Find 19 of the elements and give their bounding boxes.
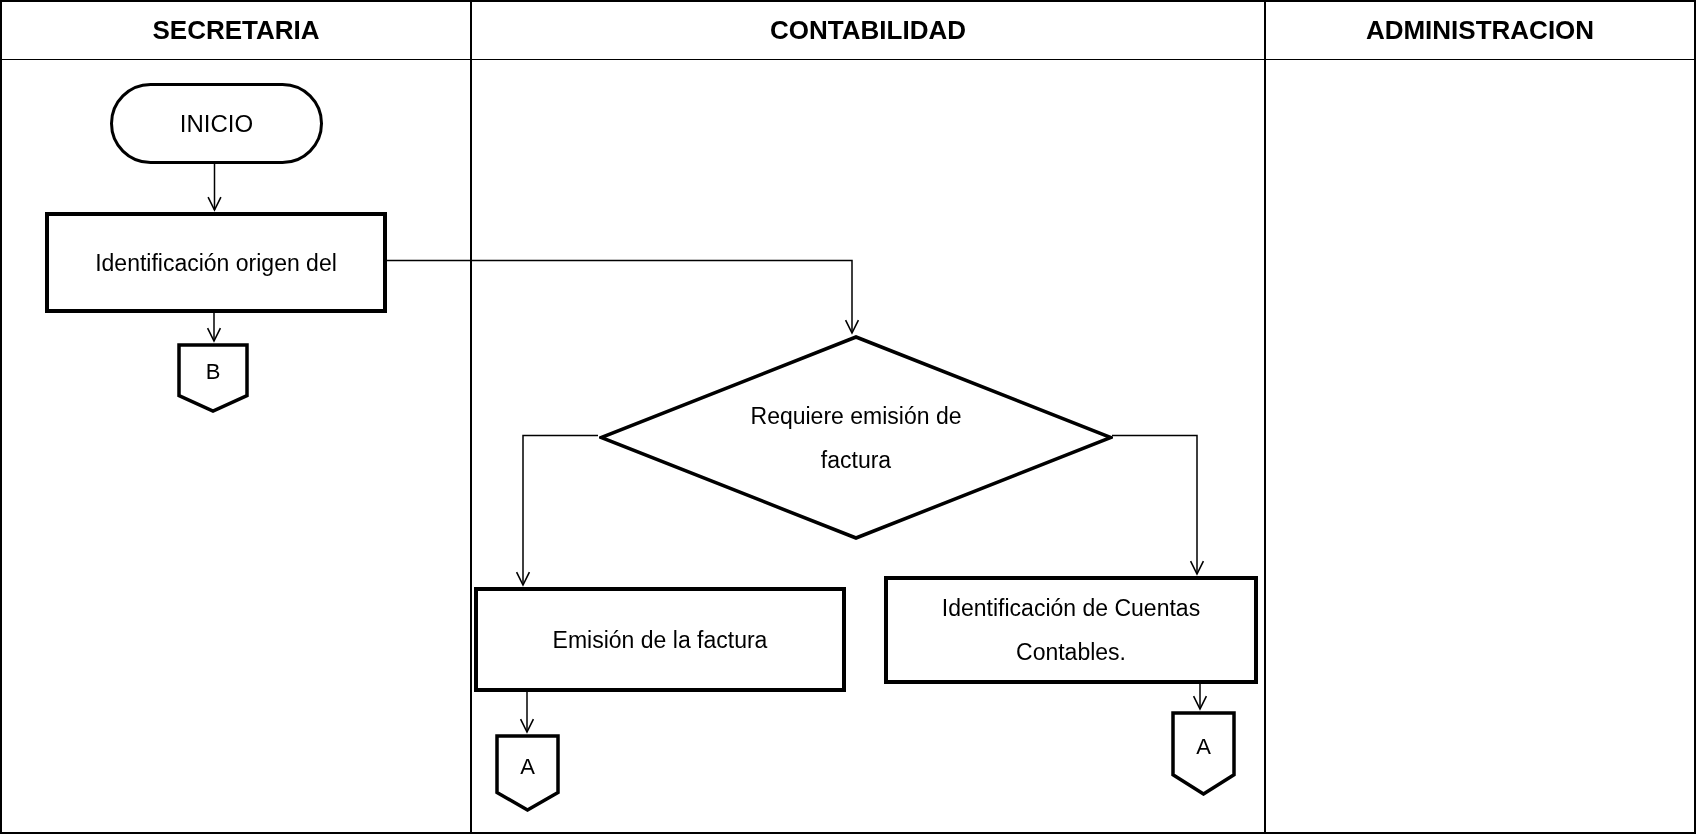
node-label: A — [520, 752, 535, 781]
node-label: CONTABILIDAD — [770, 14, 966, 47]
node-label: ADMINISTRACION — [1365, 14, 1595, 47]
process-box — [45, 212, 387, 313]
node-label: A — [1196, 733, 1211, 761]
node-label: INICIO — [179, 108, 254, 139]
process-box — [474, 587, 846, 692]
arrow — [1111, 434, 1205, 575]
arrow — [515, 434, 599, 586]
swimlane — [471, 0, 1265, 834]
swimlane — [0, 0, 471, 834]
node-label: Identificación origen del — [95, 248, 337, 278]
node-label: Requiere emisión de factura — [749, 401, 963, 475]
node-label: Identificación de Cuentas Contables. — [940, 594, 1202, 667]
node-label: Emisión de la factura — [552, 625, 768, 655]
node-label: SECRETARIA — [152, 14, 320, 47]
node-label: B — [205, 357, 221, 386]
swimlane — [1265, 0, 1696, 834]
process-box — [884, 576, 1258, 684]
